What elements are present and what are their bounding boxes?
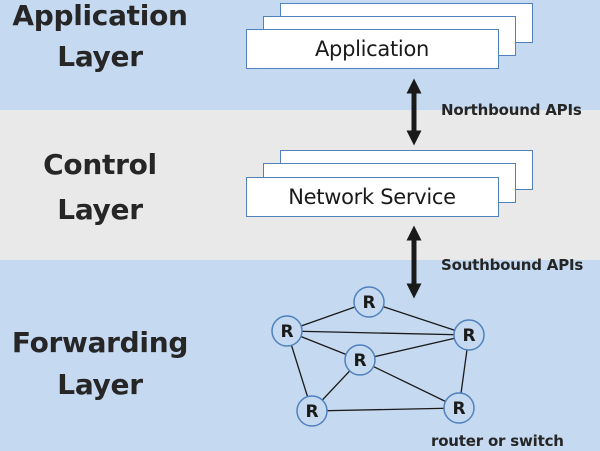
router-node-circle [344, 344, 376, 376]
router-node-label: R [462, 326, 475, 346]
forwarding-layer-title-line2: Layer [57, 368, 143, 401]
router-node-n5: R [296, 395, 328, 427]
northbound-apis-label: Northbound APIs [441, 101, 582, 119]
network-links [286, 301, 470, 412]
router-node-label: R [362, 293, 375, 313]
router-node-circle [453, 319, 485, 351]
router-node-circle [271, 315, 303, 347]
control-layer-title-line2: Layer [57, 193, 143, 226]
router-node-n1: R [353, 286, 385, 318]
router-node-label: R [280, 322, 293, 342]
control-layer-title-line1: Control [43, 148, 157, 181]
application-layer-title-line1: Application [12, 0, 188, 32]
router-node-label: R [305, 402, 318, 422]
router-node-label: R [452, 399, 465, 419]
network-link-n1-n3 [368, 301, 470, 336]
router-node-n3: R [453, 319, 485, 351]
application-layer-title-line2: Layer [57, 40, 143, 73]
router-node-circle [353, 286, 385, 318]
application-card-front: Application [246, 29, 499, 69]
router-node-circle [296, 395, 328, 427]
router-node-n4: R [344, 344, 376, 376]
device-caption: router or switch [431, 432, 564, 450]
network-service-card-front: Network Service [246, 177, 499, 217]
forwarding-layer-title-line1: Forwarding [11, 326, 189, 359]
router-node-n6: R [443, 392, 475, 424]
network-link-n2-n3 [286, 330, 470, 336]
router-node-label: R [353, 351, 366, 371]
network-link-n4-n6 [359, 359, 460, 409]
network-link-n5-n6 [311, 407, 460, 412]
network-service-box-label: Network Service [288, 185, 456, 209]
southbound-apis-label: Southbound APIs [441, 256, 584, 274]
network-link-n4-n3 [359, 334, 470, 361]
router-node-n2: R [271, 315, 303, 347]
router-node-circle [443, 392, 475, 424]
application-box-label: Application [314, 37, 430, 61]
network-nodes: R R R R R R [271, 286, 485, 427]
